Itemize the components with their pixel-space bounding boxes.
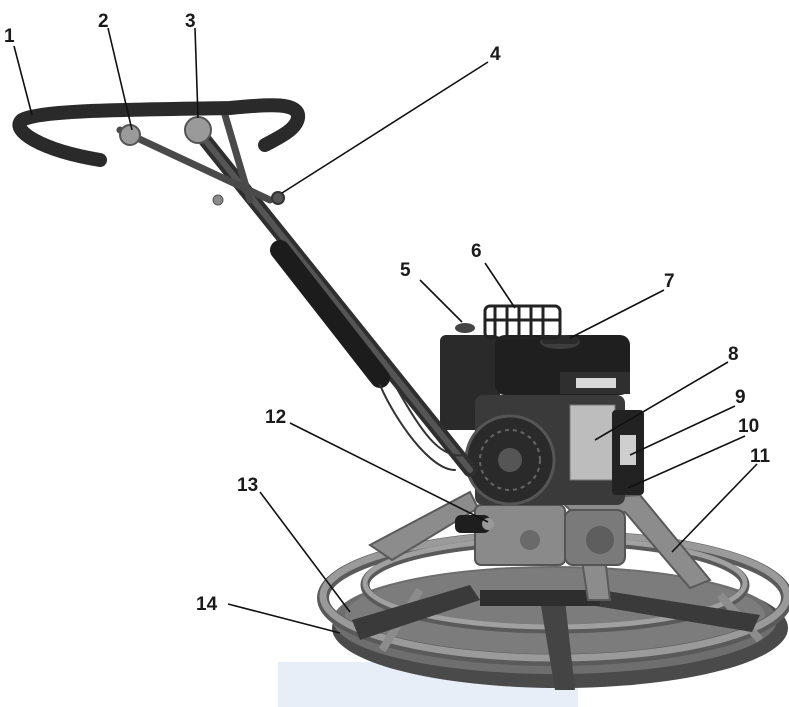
handle-assembly (12, 98, 477, 477)
callout-labels: 1 2 3 4 5 6 7 8 9 10 11 12 13 14 (4, 11, 771, 615)
callout-3: 3 (185, 11, 196, 32)
gearbox (474, 504, 626, 566)
air-filter-guard (483, 304, 562, 340)
callout-1: 1 (4, 26, 15, 47)
trowel-blades (352, 585, 760, 690)
callout-12: 12 (265, 407, 286, 428)
callout-11: 11 (750, 446, 771, 467)
callout-14: 14 (196, 594, 218, 615)
callout-13: 13 (237, 475, 258, 496)
leader-lines (13, 27, 758, 634)
callout-2: 2 (98, 11, 109, 32)
callout-9: 9 (735, 387, 746, 408)
callout-10: 10 (738, 416, 759, 437)
callout-8: 8 (728, 344, 739, 365)
callout-7: 7 (664, 271, 675, 292)
callout-6: 6 (471, 241, 482, 262)
callout-5: 5 (400, 260, 411, 281)
callout-4: 4 (490, 44, 501, 65)
